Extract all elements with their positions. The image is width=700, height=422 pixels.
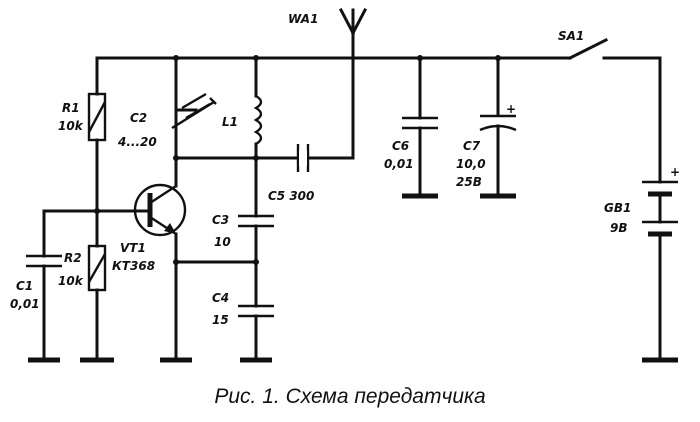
capacitor-c7 [479,56,517,199]
c3-name-label: C3 [212,213,229,227]
resistor-r1 [87,56,107,248]
capacitor-c4 [238,304,274,363]
r2-name-label: R2 [64,251,82,265]
junction-dot [495,55,501,61]
c4-name-label: C4 [212,291,229,305]
c7-name-label: C7 [463,139,481,153]
c1-name-label: C1 [16,279,33,293]
vt1-type-label: КТ368 [112,259,155,273]
c7-plus: + [506,102,516,116]
transistor-vt1 [133,183,187,237]
gb1-plus: + [670,165,680,179]
junction-dot [173,259,179,265]
vt1-name-label: VT1 [120,241,146,255]
battery-gb1 [642,56,678,363]
switch-sa1 [567,37,609,61]
wa1-label: WA1 [288,12,318,26]
junction-dot [94,208,100,214]
inductor-l1 [253,56,263,218]
c7-voltage-label: 25В [456,175,482,189]
sa1-label: SA1 [558,29,584,43]
c2-name-label: C2 [130,111,147,125]
collector-emitter-wire [160,56,355,363]
junction-dot [253,55,259,61]
figure-caption: Рис. 1. Схема передатчика [214,385,486,408]
c4-value-label: 15 [212,313,229,327]
l1-name-label: L1 [222,115,238,129]
capacitor-c1 [26,254,62,363]
resistor-r2 [80,244,114,363]
junction-dot [417,55,423,61]
c5-label: C5 300 [268,189,314,203]
c2-value-label: 4...20 [117,135,157,149]
c6-name-label: C6 [392,139,409,153]
r2-value-label: 10k [58,274,84,288]
c6-value-label: 0,01 [384,157,414,171]
gb1-value-label: 9В [610,221,628,235]
junction-dot [253,155,259,161]
c7-value-label: 10,0 [456,157,486,171]
capacitor-c5 [296,144,310,172]
capacitor-c6 [402,56,438,199]
c1-value-label: 0,01 [10,297,40,311]
junction-dot [173,155,179,161]
capacitor-c3 [238,214,274,308]
junction-dot [173,55,179,61]
r1-value-label: 10k [58,119,84,133]
r1-name-label: R1 [62,101,80,115]
antenna-wa1 [338,7,368,160]
junction-dot [253,259,259,265]
c3-value-label: 10 [214,235,231,249]
gb1-name-label: GB1 [604,201,631,215]
capacitor-c2-trimmer [171,92,217,130]
